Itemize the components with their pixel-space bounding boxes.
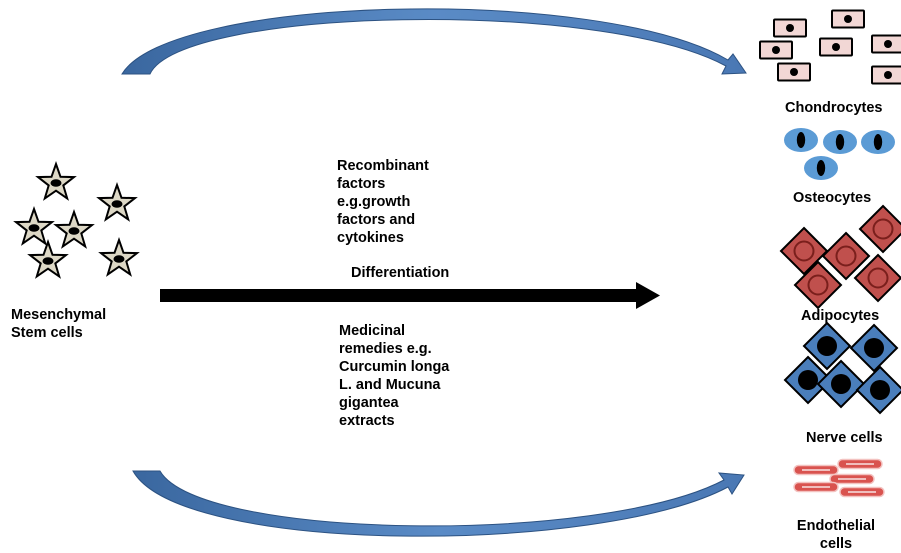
nerve-cell (856, 366, 901, 414)
chondrocytes-cluster (759, 9, 901, 85)
chondrocyte (777, 62, 811, 82)
endothelial-cell (829, 473, 875, 485)
medicinal-remedies-text: Medicinal remedies e.g. Curcumin longa L… (339, 322, 449, 430)
factors-line: e.g.growth (337, 194, 411, 210)
osteocyte (861, 130, 895, 154)
adipocyte (859, 205, 901, 253)
osteocyte (823, 130, 857, 154)
stem-cell (29, 241, 67, 278)
remedies-line: remedies e.g. (339, 341, 432, 357)
mesenchymal-stem-cells-label: Mesenchymal Stem cells (11, 306, 106, 342)
chondrocyte (819, 37, 853, 57)
endothelial-cell (837, 458, 883, 470)
factors-line: factors (337, 176, 386, 192)
nerve-cells-cluster (784, 322, 901, 414)
stem-cells-label-line1: Mesenchymal (11, 307, 107, 323)
remedies-line: L. and Mucuna (339, 377, 441, 393)
stem-cell (100, 239, 138, 276)
chondrocyte (871, 34, 901, 54)
adipocytes-cluster (780, 205, 901, 309)
chondrocyte (759, 40, 793, 60)
endothelial-cell (793, 464, 839, 476)
stem-cell (15, 208, 53, 245)
remedies-line: Medicinal (339, 323, 406, 339)
stem-cell (37, 163, 75, 200)
factors-line: factors and (337, 212, 416, 228)
osteocytes-cluster (784, 128, 895, 180)
differentiation-arrow (160, 282, 660, 309)
remedies-line: gigantea (339, 395, 399, 411)
mesenchymal-stem-cells-cluster (15, 163, 138, 278)
chondrocyte (871, 65, 901, 85)
differentiation-label: Differentiation (351, 265, 450, 281)
osteocyte (784, 128, 818, 152)
osteocyte (804, 156, 838, 180)
osteocytes-label: Osteocytes (793, 190, 872, 206)
factors-line: cytokines (337, 230, 404, 246)
recombinant-factors-text: Recombinant factors e.g.growth factors a… (337, 157, 429, 247)
remedies-line: Curcumin longa (339, 359, 450, 375)
top-curved-arrow (121, 8, 747, 75)
stem-cell (98, 184, 136, 221)
endothelial-cell (839, 486, 885, 498)
endothelial-label-line1: Endothelial (796, 518, 876, 534)
chondrocyte (773, 18, 807, 38)
endothelial-cell (793, 481, 839, 493)
stem-cells-label-line2: Stem cells (11, 325, 83, 341)
adipocytes-label: Adipocytes (801, 308, 880, 324)
factors-line: Recombinant (337, 158, 429, 174)
remedies-line: extracts (339, 413, 395, 429)
chondrocytes-label: Chondrocytes (785, 100, 883, 116)
nerve-cells-label: Nerve cells (806, 430, 883, 446)
endothelial-label-line2: cells (819, 536, 853, 552)
nerve-cell (850, 324, 898, 372)
endothelial-cells-cluster (793, 458, 885, 498)
bottom-curved-arrow (132, 470, 745, 537)
endothelial-cells-label: Endothelial cells (788, 517, 884, 553)
chondrocyte (831, 9, 865, 29)
stem-cell (55, 211, 93, 248)
